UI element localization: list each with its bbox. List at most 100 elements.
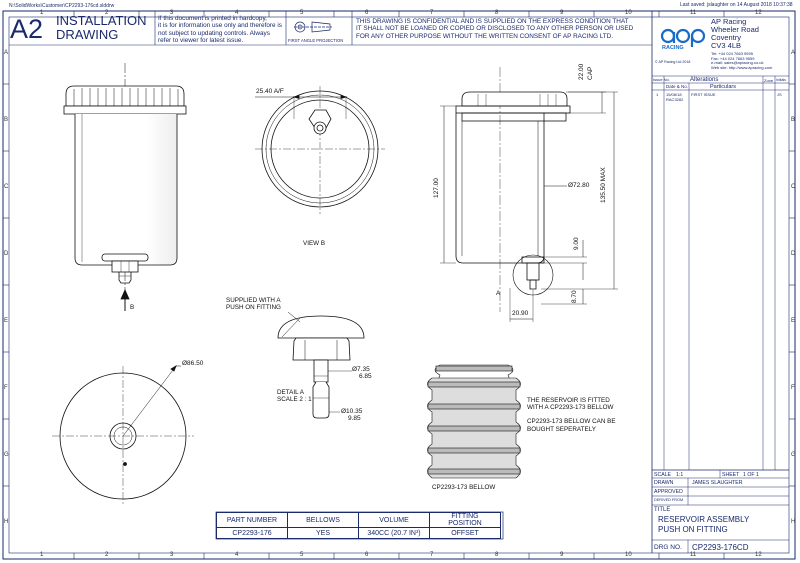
- drawn-label: DRAWN: [654, 480, 674, 486]
- grid-right-F: F: [791, 385, 795, 391]
- scale-value: 1:1: [676, 472, 684, 478]
- dim-cap: 22.00: [578, 63, 585, 80]
- dim-dia-72: Ø72.80: [568, 182, 590, 189]
- dim-8-70: 8.70: [571, 290, 578, 303]
- alt-initials: JS: [777, 92, 782, 97]
- grid-left-E: E: [4, 318, 9, 324]
- grid-bottom-11: 11: [690, 552, 697, 558]
- grid-bottom-8: 8: [495, 552, 499, 558]
- grid-bottom-1: 1: [40, 552, 44, 558]
- grid-top-8: 8: [495, 10, 499, 16]
- th-volume: VOLUME: [358, 512, 430, 528]
- dim-cap-label: CAP: [587, 66, 594, 80]
- view-b-label: VIEW B: [303, 240, 326, 247]
- bellow-caption: CP2293-173 BELLOW: [432, 484, 496, 491]
- grid-bottom-6: 6: [365, 552, 369, 558]
- grid-top-6: 6: [365, 10, 369, 16]
- sheet-label: SHEET: [722, 472, 740, 478]
- approved-label: APPROVED: [654, 489, 683, 495]
- alt-col-date: Date & No.: [666, 84, 689, 89]
- grid-right-D: D: [791, 251, 796, 257]
- parts-table-header: PART NUMBER BELLOWS VOLUME FITTING POSIT…: [216, 512, 501, 528]
- grid-right-H: H: [791, 519, 796, 525]
- alt-date: 15/08/18: [666, 92, 682, 97]
- grid-top-9: 9: [560, 10, 564, 16]
- grid-right-G: G: [791, 452, 796, 458]
- grid-left-G: G: [4, 452, 9, 458]
- grid-bottom-9: 9: [560, 552, 564, 558]
- grid-top-7: 7: [430, 10, 434, 16]
- dim-9: 9.00: [573, 237, 580, 250]
- grid-right-B: B: [791, 117, 796, 123]
- drawn-value: JAMES SLAUGHTER: [692, 480, 743, 486]
- file-path: N:\SolidWorks\Customer\CP2293-176cd.sldd…: [9, 3, 115, 9]
- last-saved: Last saved: jslaughter on 14 August 2018…: [680, 2, 793, 8]
- td-volume: 340CC (20.7 IN³): [358, 527, 430, 539]
- grid-top-1: 1: [40, 10, 44, 16]
- th-bellows: BELLOWS: [287, 512, 359, 528]
- grid-left-D: D: [4, 251, 9, 257]
- grid-left-F: F: [4, 385, 8, 391]
- grid-bottom-5: 5: [300, 552, 304, 558]
- grid-left-A: A: [4, 50, 9, 56]
- grid-top-5: 5: [300, 10, 304, 16]
- sheet-value: 1 OF 1: [743, 472, 759, 478]
- grid-top-10: 10: [625, 10, 632, 16]
- grid-top-4: 4: [235, 10, 239, 16]
- title-label: TITLE: [654, 507, 671, 513]
- drg-number: CP2293-176CD: [692, 543, 749, 552]
- arrow-b-label: B: [130, 304, 135, 311]
- dim-135-max: 135.50 MAX: [600, 167, 607, 203]
- grid-right-C: C: [791, 184, 796, 190]
- company-logo: RACING: [662, 45, 684, 51]
- alt-issue: 1: [656, 92, 659, 97]
- grid-top-2: 2: [105, 10, 109, 16]
- grid-right-E: E: [791, 318, 796, 324]
- td-fitting-position: OFFSET: [429, 527, 501, 539]
- alterations-heading: Alterations: [690, 77, 719, 83]
- td-bellows: YES: [287, 527, 359, 539]
- alt-col-particulars: Particulars: [710, 84, 736, 90]
- scale-label: SCALE: [654, 472, 672, 478]
- grid-bottom-3: 3: [170, 552, 174, 558]
- grid-left-B: B: [4, 117, 9, 123]
- grid-right-A: A: [791, 50, 796, 56]
- td-part-number: CP2293-176: [216, 527, 288, 539]
- copyright: © AP Racing Ltd 2018: [655, 60, 691, 64]
- grid-bottom-2: 2: [105, 552, 109, 558]
- alt-particulars: FIRST ISSUE: [691, 92, 716, 97]
- grid-bottom-10: 10: [625, 552, 632, 558]
- alt-ref: RAC3282: [666, 97, 684, 102]
- grid-left-H: H: [4, 519, 9, 525]
- grid-top-11: 11: [690, 10, 697, 16]
- hardcopy-note: If this document is printed in hardcopy,…: [158, 15, 282, 44]
- alt-col-issue: Issue No.: [653, 77, 670, 82]
- drg-label: DRG NO.: [654, 544, 682, 551]
- sheet-size: A2: [10, 14, 44, 44]
- alt-col-zone: Zone: [764, 78, 774, 83]
- detail-a-marker: A: [496, 290, 501, 297]
- grid-bottom-7: 7: [430, 552, 434, 558]
- grid-bottom-4: 4: [235, 552, 239, 558]
- dim-127: 127.00: [433, 178, 440, 198]
- alt-col-initials: Initials: [776, 78, 786, 82]
- th-part-number: PART NUMBER: [216, 512, 288, 528]
- projection-label: FIRST ANGLE PROJECTION: [288, 38, 344, 43]
- confidential-note: THIS DRAWING IS CONFIDENTIAL AND IS SUPP…: [356, 18, 634, 40]
- grid-top-3: 3: [170, 10, 174, 16]
- parts-table-row: CP2293-176 YES 340CC (20.7 IN³) OFFSET: [216, 527, 501, 539]
- grid-top-12: 12: [755, 10, 762, 16]
- parts-table: PART NUMBER BELLOWS VOLUME FITTING POSIT…: [216, 512, 501, 539]
- derived-label: DERIVED FROM: [654, 498, 684, 502]
- th-fitting-position: FITTING POSITION: [429, 512, 501, 528]
- dim-20-90: 20.90: [512, 310, 529, 317]
